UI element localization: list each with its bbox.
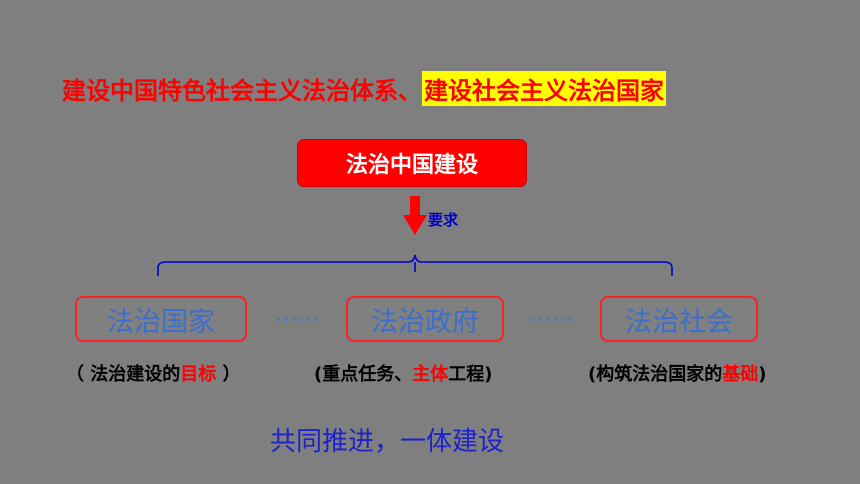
description-foundation: (构筑法治国家的基础) [588, 364, 767, 385]
node-rule-of-law-government: 法治政府 [346, 296, 504, 342]
node-label: 法治社会 [625, 306, 733, 338]
node-rule-of-law-state: 法治国家 [75, 296, 247, 342]
center-box-label: 法治中国建设 [345, 153, 478, 178]
headline-part1: 建设中国特色社会主义法治体系、 [62, 77, 422, 105]
dots-connector-left: ······ [276, 308, 321, 332]
node-label: 法治政府 [371, 306, 479, 338]
description-goal: （ 法治建设的目标 ） [66, 364, 241, 385]
headline: 建设中国特色社会主义法治体系、 建设社会主义法治国家 [62, 71, 666, 106]
brace-lines [157, 254, 673, 276]
center-box: 法治中国建设 [298, 140, 526, 186]
node-label: 法治国家 [107, 306, 215, 338]
description-focus: (重点任务、主体工程) [314, 364, 493, 385]
node-rule-of-law-society: 法治社会 [600, 296, 758, 342]
down-arrow-icon [403, 196, 427, 235]
footer-text: 共同推进，一体建设 [270, 427, 505, 457]
requirement-label: 要求 [428, 211, 459, 229]
headline-part2-highlighted: 建设社会主义法治国家 [422, 71, 666, 106]
dots-connector-right: ······ [530, 308, 575, 332]
